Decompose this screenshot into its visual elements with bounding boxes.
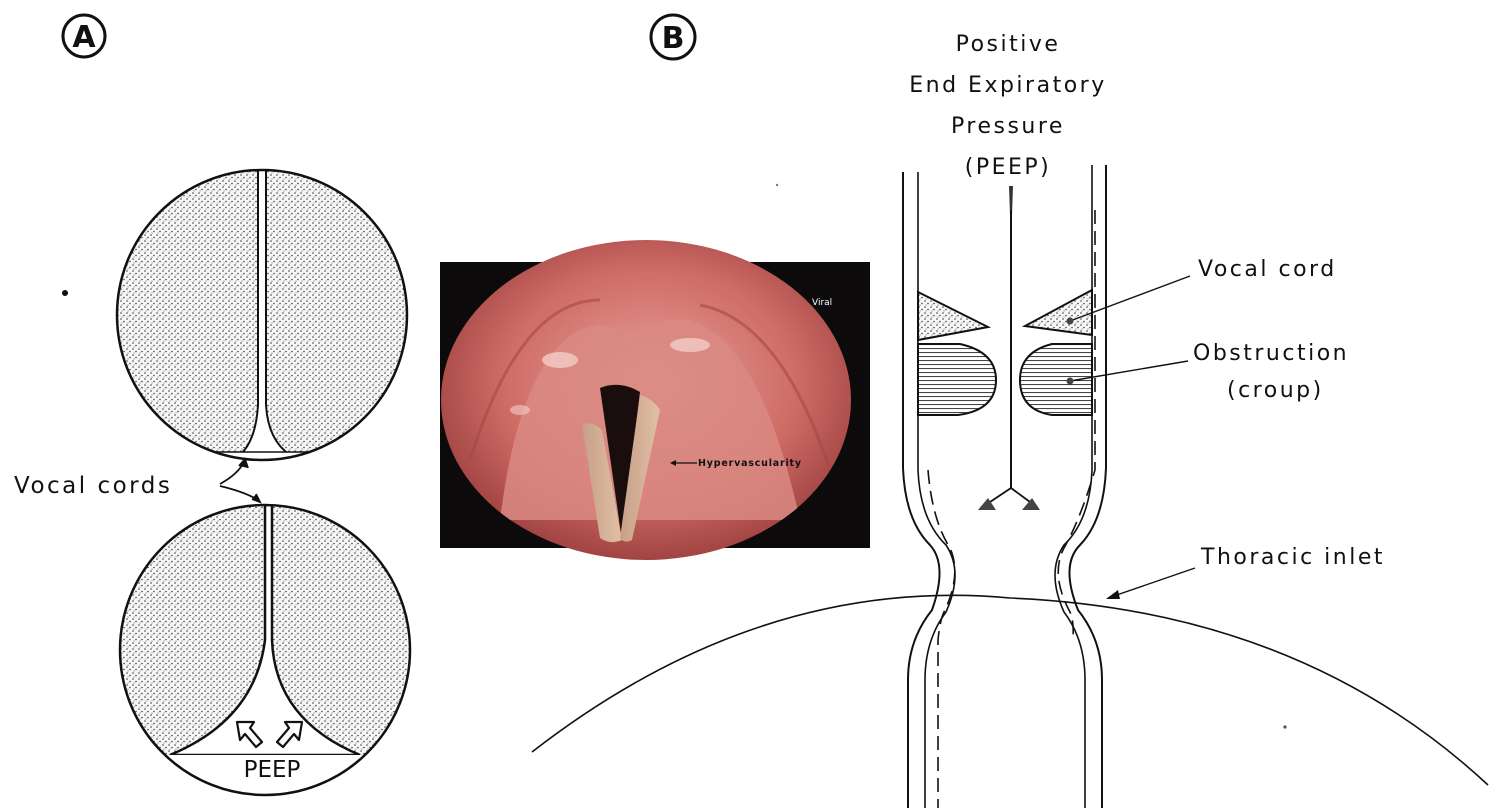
photo-corner-label: Viral	[812, 298, 832, 308]
glottis-peep-diagram: PEEP	[115, 500, 425, 800]
panel-b-letter-badge: B	[651, 15, 695, 59]
thoracic-inlet-arc	[532, 595, 1488, 785]
airway-tube	[903, 165, 1106, 808]
obstruction-sub-label: (croup)	[1227, 378, 1324, 403]
peep-title-line-1: Positive	[956, 32, 1061, 57]
peep-title-line-4: (PEEP)	[965, 155, 1052, 180]
thoracic-inlet-label: Thoracic inlet	[1200, 545, 1385, 570]
obstruction-left	[918, 344, 996, 415]
panel-b-letter: B	[662, 21, 685, 56]
speck	[776, 184, 778, 186]
peep-title-line-3: Pressure	[951, 114, 1065, 139]
vocal-cords-pointer	[220, 459, 260, 502]
laryngoscopy-photo: Viral Hypervascularity	[430, 230, 870, 570]
panel-a-letter-badge: A	[63, 15, 105, 57]
panel-a: A PE	[14, 15, 425, 800]
vocal-cord-right	[1025, 290, 1092, 335]
peep-title-line-2: End Expiratory	[909, 73, 1106, 98]
peep-label: PEEP	[244, 757, 301, 783]
glottis-closed-diagram	[110, 165, 420, 472]
obstruction-label: Obstruction	[1193, 341, 1349, 366]
panel-a-letter: A	[72, 20, 96, 55]
hypervascularity-label: Hypervascularity	[698, 458, 802, 469]
vocal-cords-label: Vocal cords	[14, 473, 172, 499]
speck	[62, 290, 68, 296]
pressure-line	[978, 186, 1040, 510]
peep-title: Positive End Expiratory Pressure (PEEP)	[909, 32, 1106, 180]
thoracic-inlet-leader	[1106, 568, 1195, 599]
vocal-cord-label: Vocal cord	[1198, 257, 1337, 282]
speck	[1283, 725, 1286, 728]
vocal-cord-left	[918, 292, 988, 340]
